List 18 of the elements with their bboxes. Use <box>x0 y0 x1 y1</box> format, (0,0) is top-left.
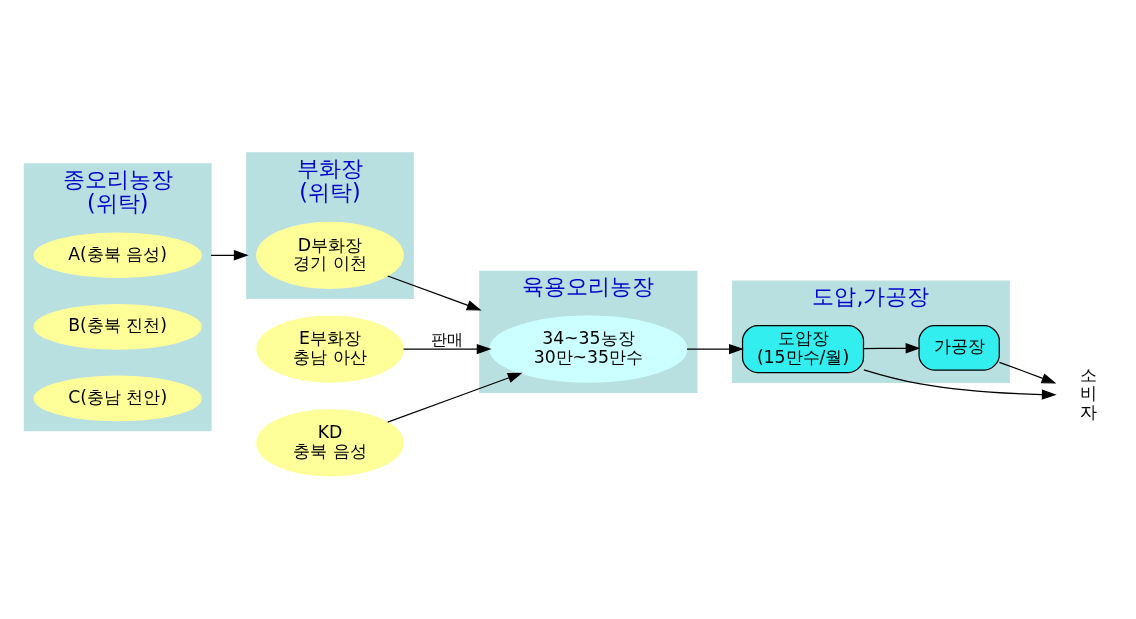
node-ellipse: D부화장 경기 이천 <box>256 221 404 289</box>
arrow <box>387 275 482 311</box>
node-ellipse: A(충북 음성) <box>33 232 202 279</box>
node-ellipse: E부화장 충남 아산 <box>256 315 404 383</box>
node-box: 가공장 <box>918 325 1000 371</box>
node-box: 도압장 (15만수/월) <box>741 325 865 374</box>
edge-label: 판매 <box>430 329 463 349</box>
node-ellipse: KD 충북 음성 <box>256 409 404 477</box>
arrow <box>686 343 744 355</box>
arrow <box>863 343 921 354</box>
arrow <box>998 361 1057 384</box>
arrow <box>210 250 249 261</box>
arrow <box>863 369 1057 400</box>
arrow <box>402 343 492 355</box>
node-ellipse: C(충남 천안) <box>33 375 202 422</box>
node-text: 소비자 <box>1079 364 1097 422</box>
node-ellipse: B(충북 진천) <box>33 304 202 350</box>
arrow <box>387 372 523 423</box>
